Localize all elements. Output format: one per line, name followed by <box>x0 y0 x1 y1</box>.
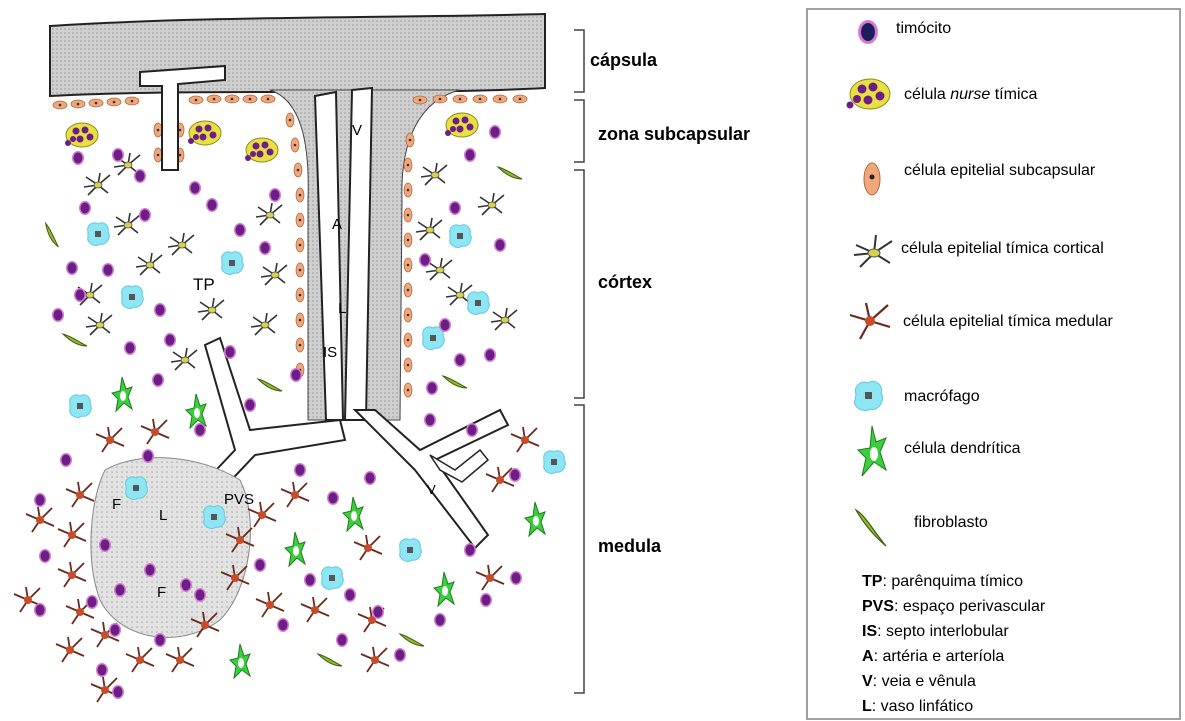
legend-item-fibroblast: fibroblasto <box>808 504 1179 554</box>
abbr-key: PVS <box>862 598 894 615</box>
label-a: A <box>332 216 342 233</box>
abbr-row-v: V: veia e vênula <box>862 673 976 691</box>
label-l-medulla: L <box>159 507 167 524</box>
abbr-key: IS <box>862 623 877 640</box>
region-brackets <box>572 0 602 721</box>
legend-label-macrophage: macrófago <box>904 388 980 405</box>
legend-item-medullary-epithelial: célula epitelial tímica medular <box>808 295 1179 345</box>
legend-item-nurse-cell: célula nurse tímica <box>808 70 1179 120</box>
legend-label-cortical: célula epitelial tímica cortical <box>901 240 1104 257</box>
region-label-cortex: córtex <box>598 272 652 293</box>
abbr-key: L <box>862 698 872 715</box>
legend-label-subcapsular: célula epitelial subcapsular <box>904 162 1095 179</box>
abbr-row-l: L: vaso linfático <box>862 698 973 716</box>
legend-label-nurse-post: tímica <box>990 86 1037 103</box>
legend-item-thymocyte: timócito <box>808 12 1179 62</box>
abbr-text: : artéria e arteríola <box>874 648 1005 665</box>
region-label-subcapsular: zona subcapsular <box>598 124 750 145</box>
legend-item-subcapsular-epithelial: célula epitelial subcapsular <box>808 155 1179 205</box>
subcapsular-epithelial-icon <box>844 155 904 205</box>
fibroblast-icon <box>848 504 908 554</box>
capsule <box>50 14 545 96</box>
legend-item-dendritic: célula dendrítica <box>808 422 1179 482</box>
abbr-row-pvs: PVS: espaço perivascular <box>862 598 1045 616</box>
label-pvs: PVS <box>224 491 254 508</box>
thymocyte-icon <box>844 12 904 62</box>
abbr-key: V <box>862 673 873 690</box>
legend-item-macrophage: macrófago <box>808 372 1179 422</box>
abbr-row-a: A: artéria e arteríola <box>862 648 1004 666</box>
macrophage-icon <box>840 372 900 422</box>
legend: timócito célula nurse tímica célula epit… <box>806 8 1181 720</box>
label-v-lower: V <box>427 482 436 497</box>
medullary-epithelial-icon <box>840 295 900 345</box>
abbr-key: A <box>862 648 874 665</box>
legend-label-thymocyte: timócito <box>896 20 951 37</box>
legend-item-cortical-epithelial: célula epitelial tímica cortical <box>808 227 1179 277</box>
abbr-row-tp: TP: parênquima tímico <box>862 573 1023 591</box>
label-tp: TP <box>193 275 215 295</box>
region-label-medulla: medula <box>598 536 661 557</box>
thymus-diagram <box>0 0 800 721</box>
legend-label-nurse-em: nurse <box>950 86 990 103</box>
perivascular-space <box>91 458 250 638</box>
label-f-lower: F <box>157 584 166 601</box>
legend-label-dendritic: célula dendrítica <box>904 440 1021 457</box>
label-l-septum: L <box>338 300 346 317</box>
legend-label-medullary: célula epitelial tímica medular <box>903 313 1113 330</box>
label-v-top: V <box>352 122 362 139</box>
label-f-upper: F <box>112 496 121 513</box>
thymocytes <box>34 125 522 699</box>
abbr-row-is: IS: septo interlobular <box>862 623 1009 641</box>
dendritic-cell-icon <box>844 422 904 482</box>
abbr-text: : septo interlobular <box>877 623 1009 640</box>
abbr-text: : parênquima tímico <box>882 573 1023 590</box>
abbr-text: : veia e vênula <box>873 673 976 690</box>
abbr-key: TP <box>862 573 882 590</box>
abbr-text: : espaço perivascular <box>894 598 1045 615</box>
nurse-cell-icon <box>838 70 898 120</box>
region-label-capsule: cápsula <box>590 50 657 71</box>
medullary-vessel-right <box>355 410 508 548</box>
label-is: IS <box>323 344 337 361</box>
legend-label-fibroblast: fibroblasto <box>914 514 988 531</box>
cortical-epithelial-icon <box>844 227 904 277</box>
legend-label-nurse-pre: célula <box>904 86 950 103</box>
abbr-text: : vaso linfático <box>872 698 973 715</box>
cortical-epithelial-cells <box>76 153 517 370</box>
